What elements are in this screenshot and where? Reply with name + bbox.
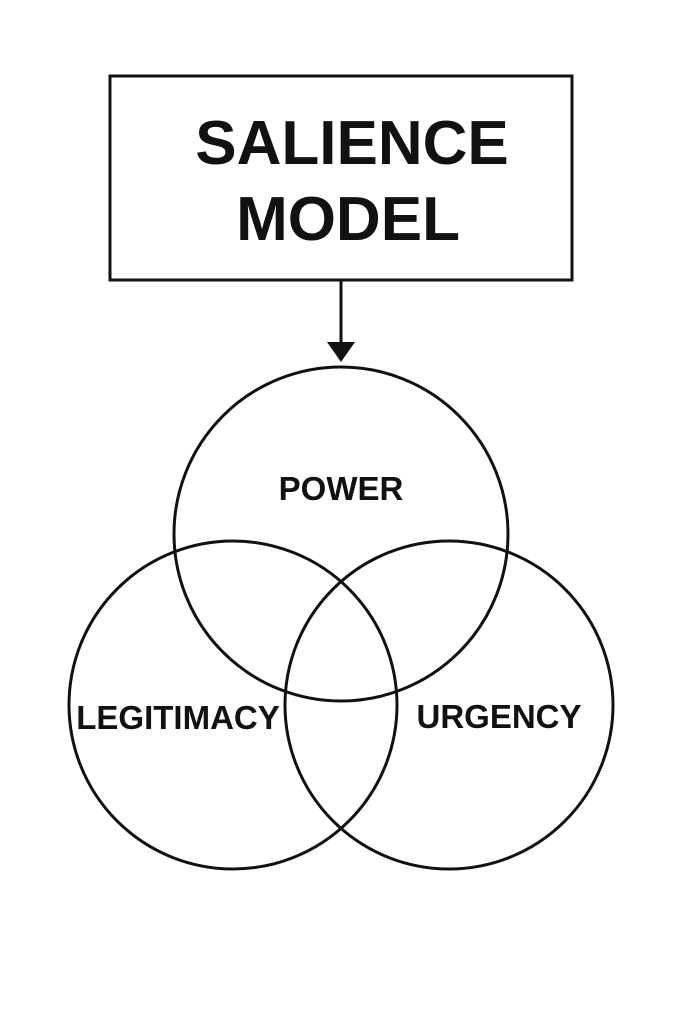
urgency-circle bbox=[283, 539, 615, 871]
power-label: POWER bbox=[279, 470, 404, 507]
legitimacy-circle bbox=[67, 539, 399, 871]
legitimacy-label: LEGITIMACY bbox=[76, 699, 280, 736]
title-line-2: MODEL bbox=[236, 185, 460, 254]
urgency-label: URGENCY bbox=[416, 698, 581, 735]
title-box: SALIENCE MODEL bbox=[108, 74, 574, 282]
connector-arrow bbox=[327, 280, 355, 362]
arrow-head bbox=[327, 342, 355, 362]
title-line-1: SALIENCE bbox=[195, 109, 508, 178]
power-circle bbox=[172, 365, 510, 703]
venn-diagram: POWER LEGITIMACY URGENCY bbox=[67, 365, 615, 871]
